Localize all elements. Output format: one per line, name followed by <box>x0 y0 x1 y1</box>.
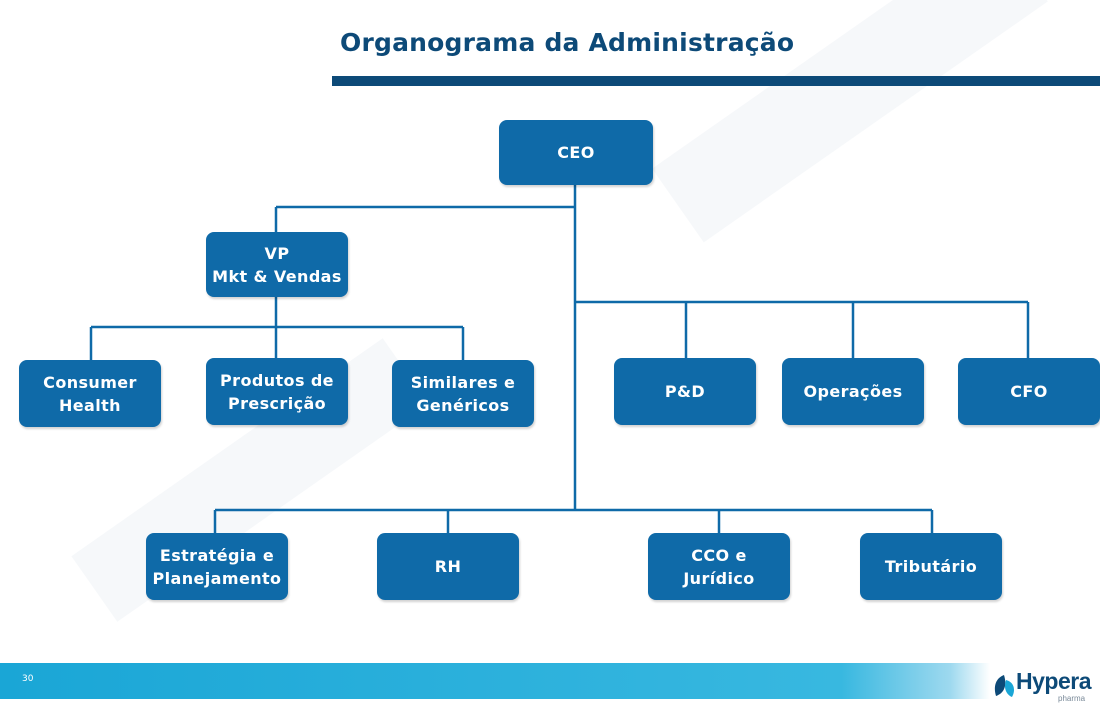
tributario-box: Tributário <box>860 533 1002 600</box>
operacoes-box: Operações <box>782 358 924 425</box>
consumer-health-box: Consumer Health <box>19 360 161 427</box>
slide-title: Organograma da Administração <box>340 28 795 57</box>
logo-subtitle: pharma <box>1058 694 1086 703</box>
hypera-leaf-icon <box>994 675 1014 697</box>
title-underline <box>332 76 1100 86</box>
produtos-prescricao-box: Produtos de Prescrição <box>206 358 348 425</box>
vp-mkt-vendas-box: VP Mkt & Vendas <box>206 232 348 297</box>
ceo-box: CEO <box>499 120 653 185</box>
page-number: 30 <box>22 674 34 684</box>
estrategia-planejamento-box: Estratégia e Planejamento <box>146 533 288 600</box>
logo-name: Hypera <box>1016 668 1091 694</box>
cfo-box: CFO <box>958 358 1100 425</box>
similares-genericos-box: Similares e Genéricos <box>392 360 534 427</box>
cco-juridico-box: CCO e Jurídico <box>648 533 790 600</box>
footer-bar <box>0 663 990 699</box>
hypera-logo: Hypera pharma <box>988 666 1096 706</box>
rh-box: RH <box>377 533 519 600</box>
p-d-box: P&D <box>614 358 756 425</box>
